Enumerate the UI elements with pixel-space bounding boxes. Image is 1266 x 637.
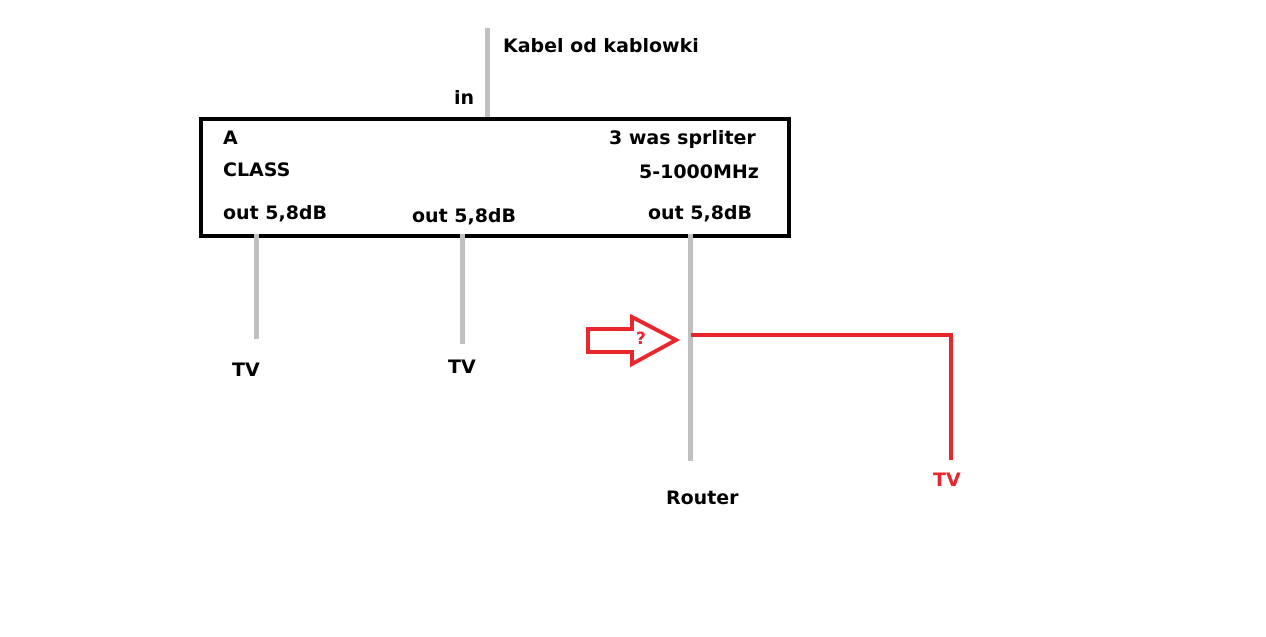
splitter-frequency-label: 5-1000MHz bbox=[639, 161, 759, 183]
output-wire-2 bbox=[460, 234, 465, 344]
splitter-type-label: 3 was sprliter bbox=[609, 127, 756, 149]
input-cable-label: Kabel od kablowki bbox=[503, 35, 699, 57]
red-arrow-icon bbox=[586, 313, 681, 368]
output-label-2: out 5,8dB bbox=[412, 205, 517, 227]
destination-tv-2: TV bbox=[448, 356, 476, 378]
output-wire-3 bbox=[688, 234, 693, 461]
red-branch-line bbox=[691, 333, 953, 460]
question-mark: ? bbox=[636, 329, 646, 349]
output-label-1: out 5,8dB bbox=[223, 202, 328, 224]
splitter-class-line1: A bbox=[223, 127, 238, 149]
destination-tv-red: TV bbox=[933, 469, 961, 491]
splitter-class-line2: CLASS bbox=[223, 159, 291, 181]
output-wire-1 bbox=[254, 234, 259, 339]
destination-router: Router bbox=[666, 487, 739, 509]
destination-tv-1: TV bbox=[232, 359, 260, 381]
input-port-label: in bbox=[454, 87, 475, 109]
splitter-box bbox=[199, 117, 791, 238]
input-cable-wire bbox=[485, 28, 490, 118]
output-label-3: out 5,8dB bbox=[648, 202, 753, 224]
